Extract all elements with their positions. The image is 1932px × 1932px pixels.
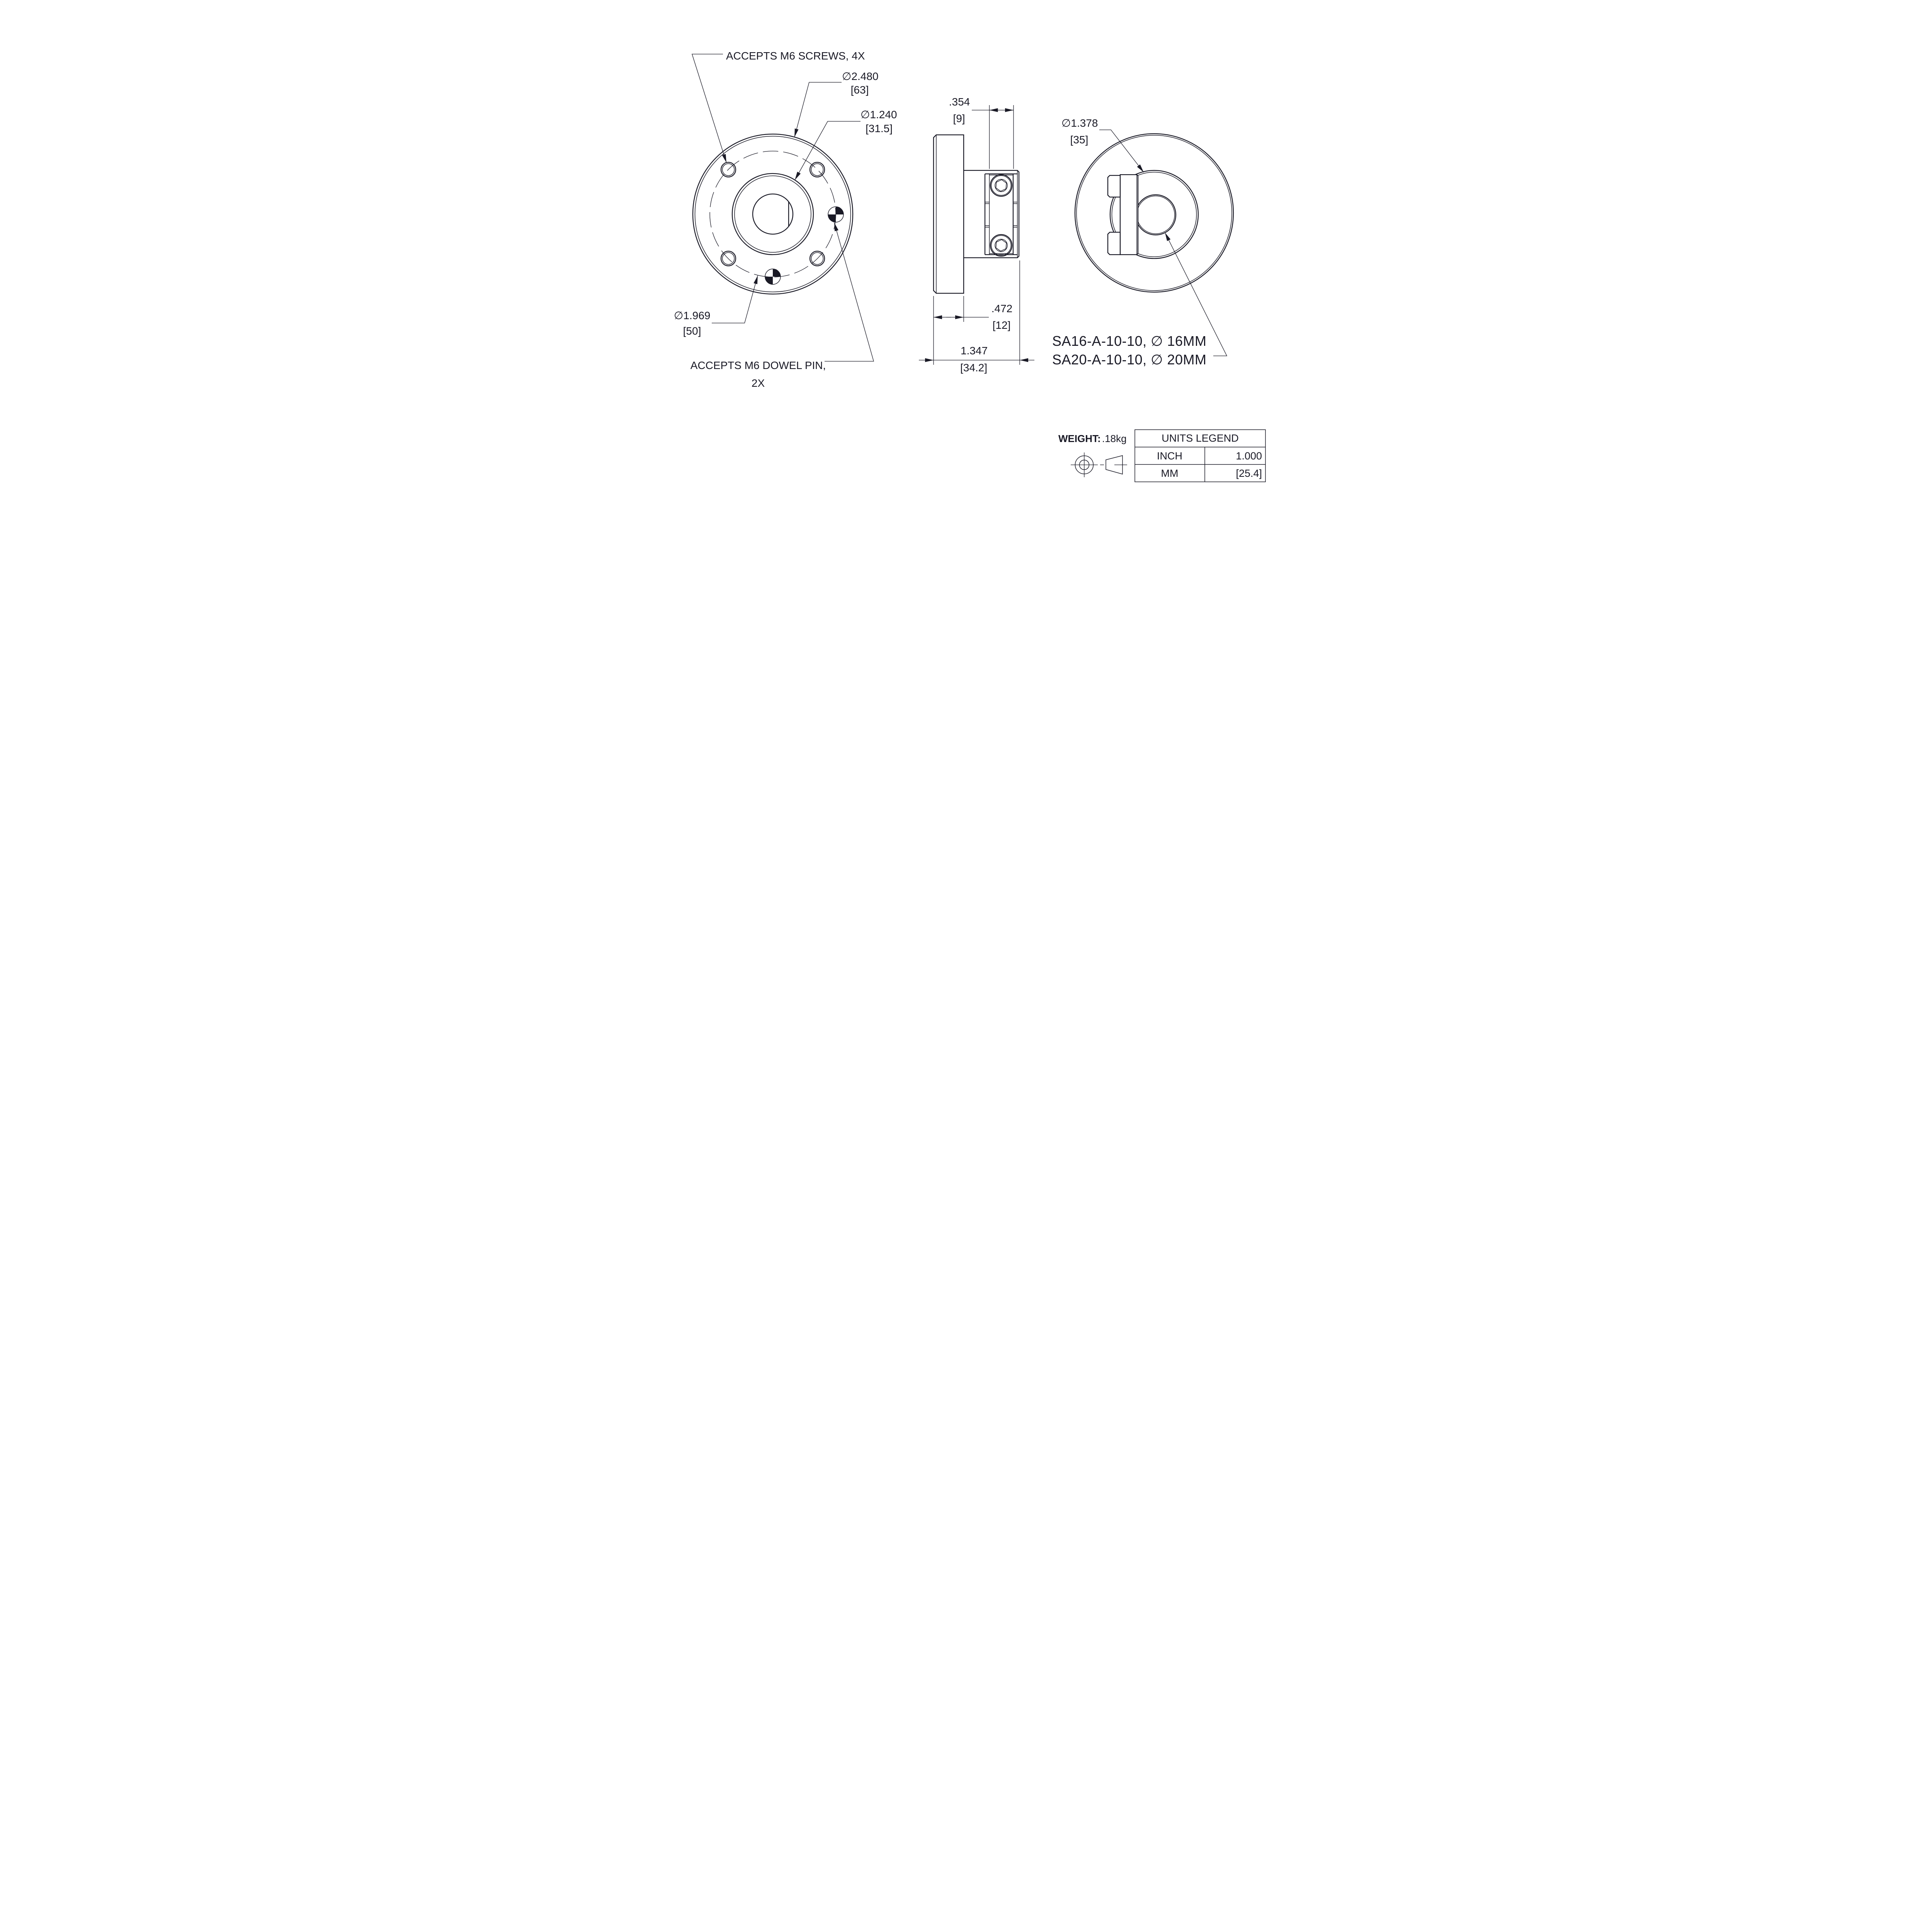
mm-row-value: [25.4] <box>1236 468 1262 479</box>
clamp-tab-top <box>1107 175 1121 198</box>
side-view <box>933 134 1020 294</box>
overall-depth-mm: [34.2] <box>960 362 987 374</box>
leader-boss-od <box>794 121 861 180</box>
back-hub-inner-line <box>1111 172 1197 257</box>
hub-depth-mm: [9] <box>953 112 965 124</box>
units-legend-title: UNITS LEGEND <box>1162 432 1239 444</box>
screws-note-label: ACCEPTS M6 SCREWS, 4X <box>726 50 865 62</box>
inch-row-value: 1.000 <box>1236 450 1262 462</box>
center-bore-circle <box>752 193 794 235</box>
units-legend-table: UNITS LEGEND INCH 1.000 MM [25.4] <box>1134 429 1266 482</box>
dowel-note-line2: 2X <box>752 377 765 389</box>
leader-sa20-bore <box>1165 232 1228 356</box>
mm-row-label: MM <box>1161 468 1179 479</box>
boss-od-inch: ∅1.240 <box>861 109 897 121</box>
flange-thickness-mm: [12] <box>993 319 1011 331</box>
technical-drawing: ACCEPTS M6 SCREWS, 4X ∅2.480 [63] ∅1.240… <box>647 0 1285 493</box>
back-bore-circle <box>1135 194 1177 236</box>
leaders <box>692 54 1228 362</box>
bolt-circle-mm: [50] <box>683 325 701 337</box>
clamp-block <box>1119 174 1139 255</box>
boss-inner-line <box>734 175 811 253</box>
flange-outer-circle <box>692 133 854 295</box>
flange-od-inch: ∅2.480 <box>842 70 878 82</box>
leader-bolt-circle <box>712 275 758 323</box>
dowel-note-line1: ACCEPTS M6 DOWEL PIN, <box>690 359 826 371</box>
socket-screw-top <box>990 174 1013 197</box>
inch-row-label: INCH <box>1157 450 1182 462</box>
back-outer-circle <box>1074 133 1234 293</box>
hub-od-mm: [35] <box>1070 134 1088 146</box>
flange-thickness-inch: .472 <box>992 303 1013 315</box>
hub-depth-inch: .354 <box>949 96 970 108</box>
bolt-circle-inch: ∅1.969 <box>674 310 710 321</box>
front-view <box>692 133 854 295</box>
drawing-sheet: ACCEPTS M6 SCREWS, 4X ∅2.480 [63] ∅1.240… <box>647 0 1285 493</box>
weight-label: WEIGHT: <box>1058 433 1101 444</box>
datum-target-right <box>828 206 844 223</box>
clamp-pocket <box>984 173 1017 255</box>
socket-screw-bottom <box>990 234 1013 257</box>
part-number-sa16: SA16-A-10-10, ∅ 16MM <box>1052 333 1207 349</box>
screw-hole-bottom-right <box>809 250 825 267</box>
flange-outer-inner-line <box>694 136 851 293</box>
boss-od-mm: [31.5] <box>866 122 893 134</box>
hub-side-outline <box>964 170 1020 259</box>
back-hub-circle <box>1109 170 1199 259</box>
screw-hole-bottom-left <box>720 250 736 267</box>
weight-value: .18kg <box>1102 433 1127 444</box>
overall-depth-inch: 1.347 <box>961 345 988 357</box>
leader-flange-od <box>794 82 842 138</box>
bolt-circle-dashed <box>709 151 836 277</box>
third-angle-projection-icon <box>1071 452 1127 477</box>
leader-dowel-note <box>825 222 874 362</box>
clamp-tab-bottom <box>1107 231 1121 255</box>
screw-hole-top-right <box>809 162 825 178</box>
dimensions <box>919 105 1034 365</box>
table-border <box>1134 429 1266 482</box>
screw-hole-top-left <box>720 162 736 178</box>
datum-target-bottom <box>765 269 781 285</box>
flange-od-mm: [63] <box>851 84 869 96</box>
leader-screws-note <box>692 54 727 163</box>
boss-outer-circle <box>731 173 814 255</box>
leader-hub-od <box>1099 129 1144 173</box>
back-view <box>1074 133 1234 293</box>
flange-side-outline <box>933 134 964 294</box>
back-bore-inner-line <box>1136 196 1175 234</box>
part-number-sa20: SA20-A-10-10, ∅ 20MM <box>1052 352 1207 367</box>
back-outer-inner-line <box>1076 135 1232 291</box>
hub-od-inch: ∅1.378 <box>1061 117 1098 129</box>
